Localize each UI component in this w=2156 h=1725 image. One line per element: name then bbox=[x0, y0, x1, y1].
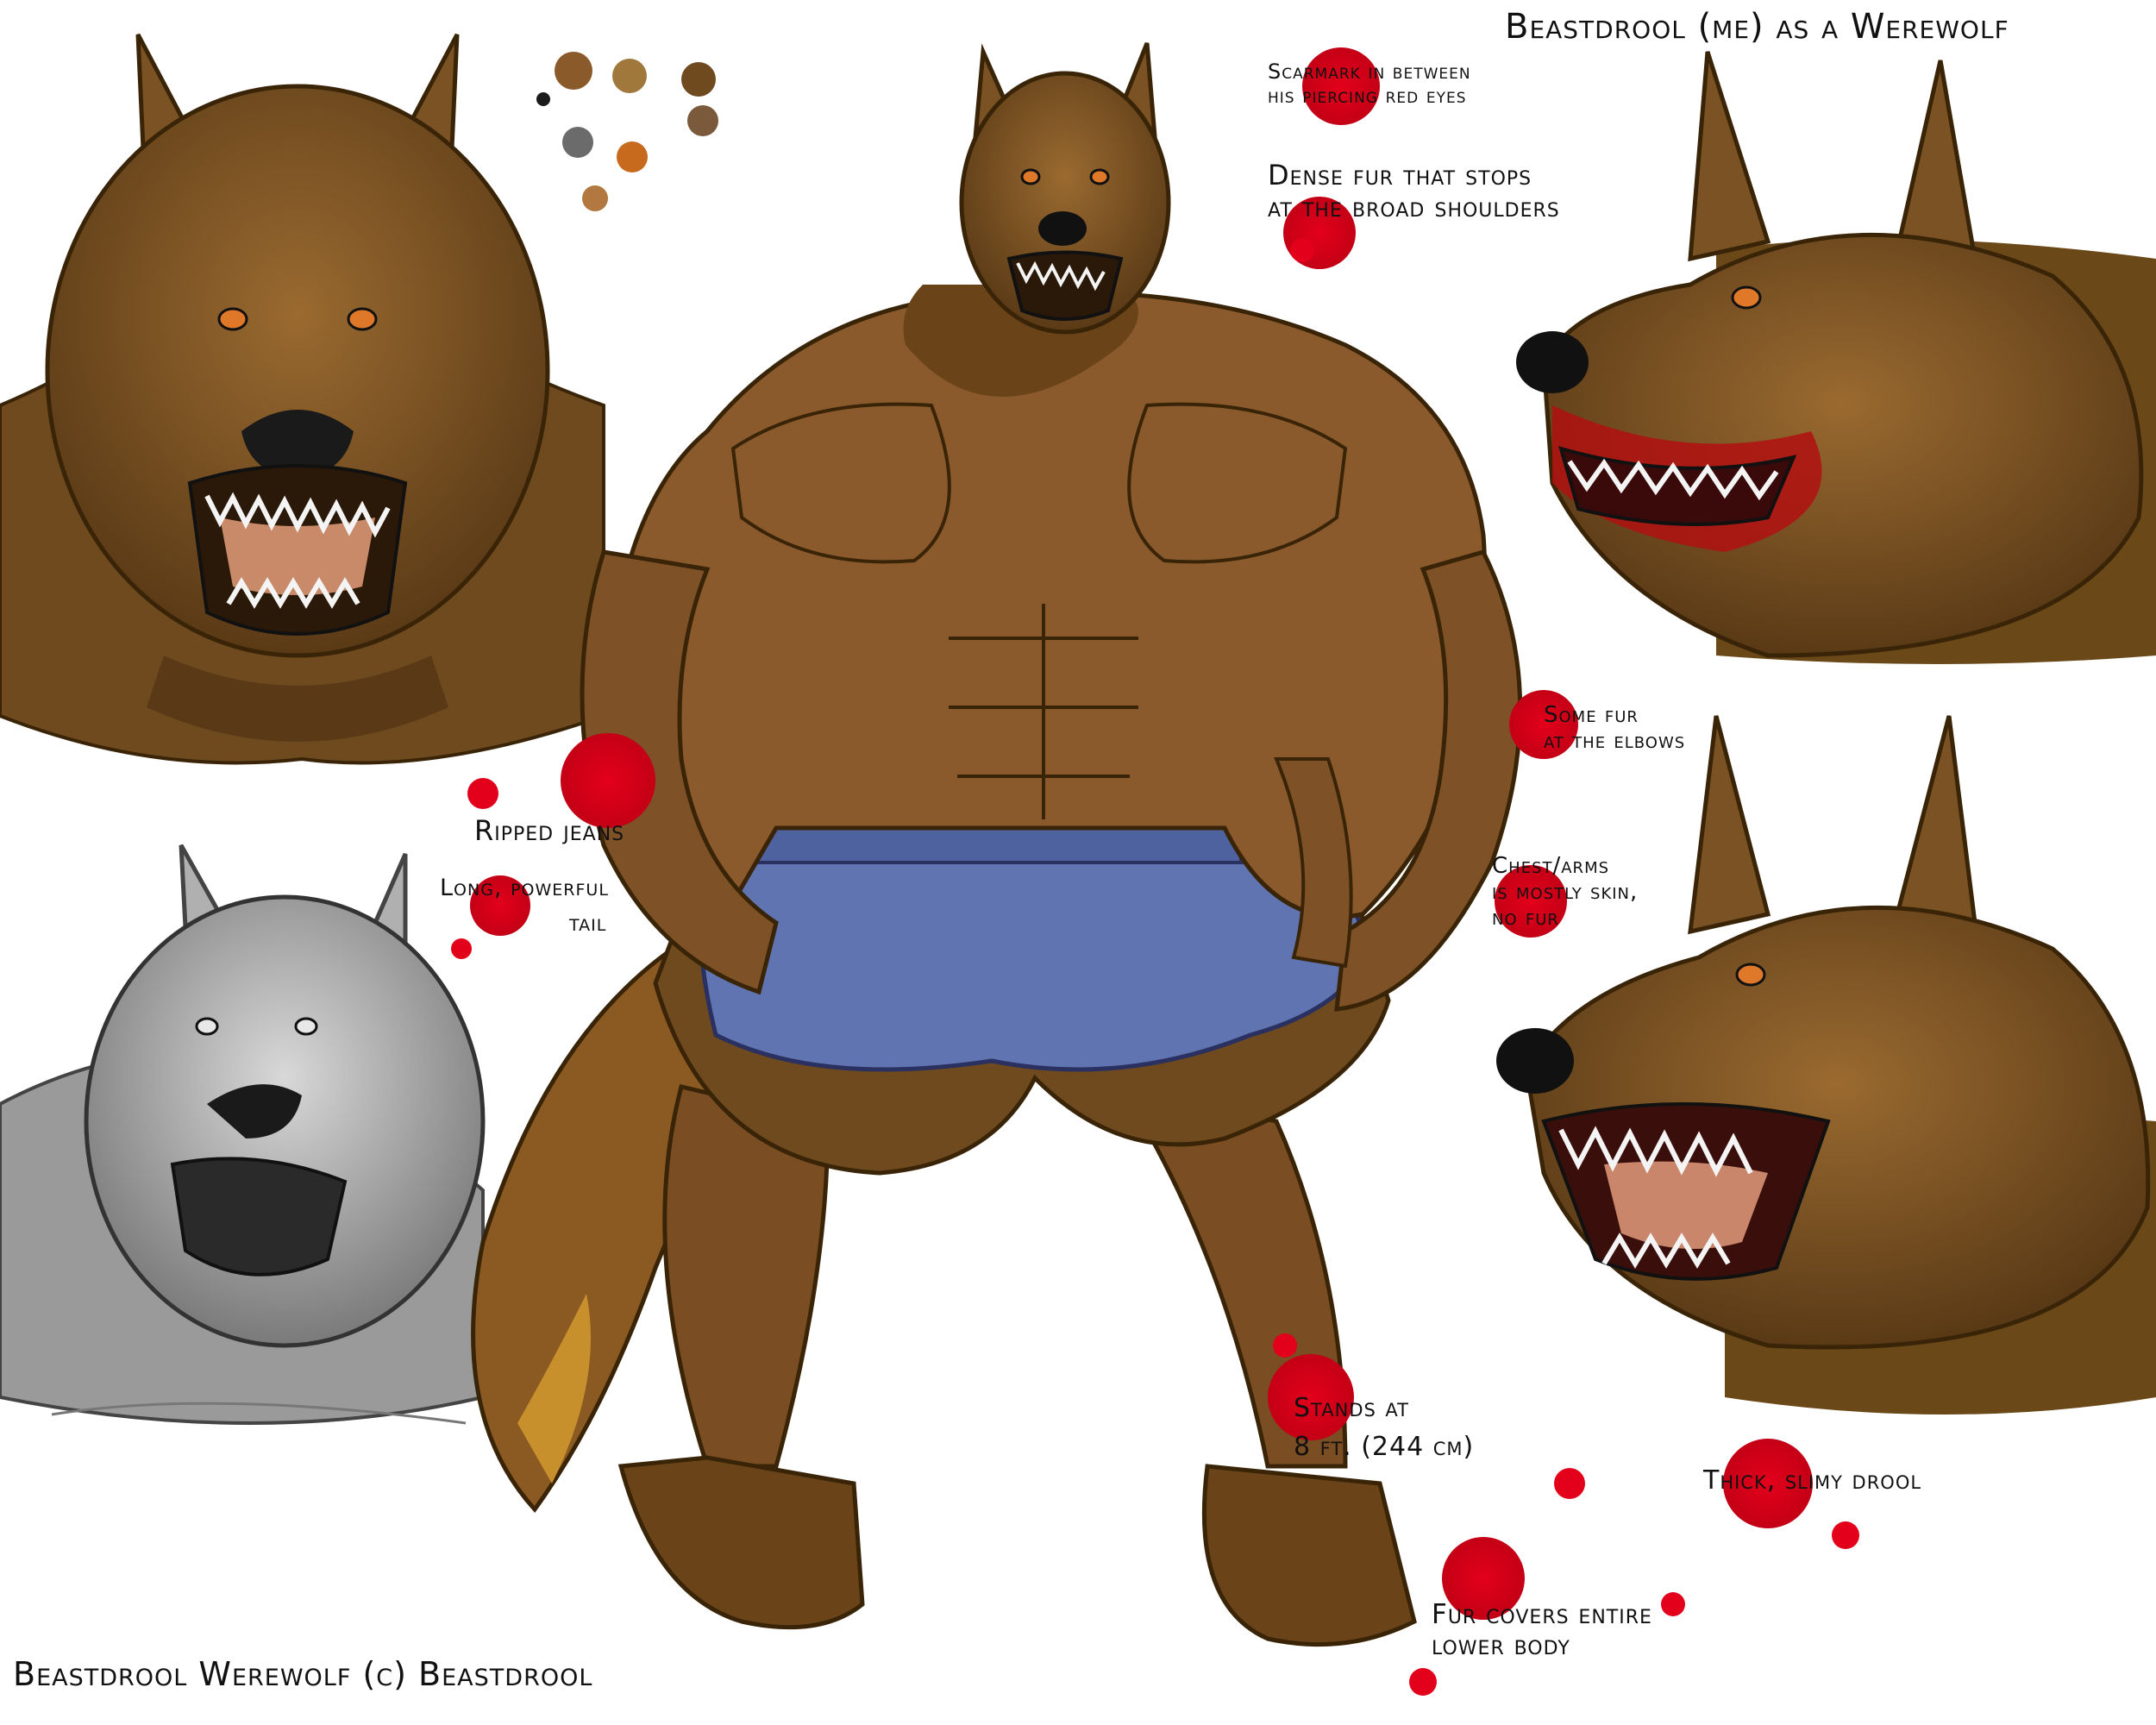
annotation-line: at the broad shoulders bbox=[1268, 190, 1560, 223]
annotation-chest: Chest/arms is mostly skin, no fur bbox=[1492, 853, 1639, 932]
blood-splatter bbox=[561, 733, 655, 828]
annotation-line: no fur bbox=[1492, 904, 1559, 931]
annotation-scar: Scarmark in between his piercing red eye… bbox=[1268, 60, 1471, 108]
annotation-line: Long, powerful bbox=[440, 875, 609, 901]
werewolf-head-bloody bbox=[1516, 51, 2156, 664]
swatch bbox=[562, 127, 593, 158]
blood-splatter bbox=[1509, 690, 1578, 759]
eye bbox=[1731, 285, 1762, 310]
eye bbox=[195, 1017, 219, 1036]
blood-splatter bbox=[1442, 1537, 1525, 1620]
blood-splatter bbox=[470, 875, 530, 936]
annotation-line: lower body bbox=[1432, 1629, 1570, 1661]
annotation-tail: Long, powerful tail bbox=[440, 871, 609, 941]
eye bbox=[1020, 168, 1041, 185]
blood-splatter bbox=[1495, 865, 1567, 938]
werewolf-head-greyscale bbox=[0, 844, 486, 1425]
mouth bbox=[170, 1157, 348, 1276]
werewolf-full-body bbox=[580, 42, 1523, 1647]
swatch bbox=[617, 141, 648, 172]
mouth bbox=[1558, 446, 1797, 526]
ripped-jeans bbox=[698, 808, 1374, 1072]
swatch bbox=[681, 62, 716, 97]
blood-splatter bbox=[1268, 1354, 1354, 1440]
nose bbox=[1038, 211, 1087, 246]
eye bbox=[1735, 963, 1766, 987]
annotation-line: 8 ft. (244 cm) bbox=[1294, 1432, 1475, 1462]
eye bbox=[347, 307, 378, 331]
sheet-title: Beastdrool (me) as a Werewolf bbox=[1505, 7, 2009, 47]
blood-splatter bbox=[1723, 1439, 1813, 1528]
nose bbox=[1496, 1028, 1574, 1094]
mouth bbox=[1006, 250, 1124, 321]
annotation-line: his piercing red eyes bbox=[1268, 83, 1467, 108]
annotation-lower-body: Fur covers entire lower body bbox=[1432, 1599, 1652, 1661]
werewolf-head-snarling bbox=[1496, 715, 2156, 1414]
annotation-line: tail bbox=[569, 909, 607, 937]
annotation-jeans: Ripped jeans bbox=[474, 814, 625, 847]
credit-line: Beastdrool Werewolf (c) Beastdrool bbox=[13, 1655, 593, 1693]
nose bbox=[207, 1084, 302, 1138]
annotation-line: Scarmark in between bbox=[1268, 60, 1471, 84]
annotation-line: Stands at bbox=[1294, 1393, 1409, 1423]
annotation-line: Dense fur that stops bbox=[1268, 159, 1532, 191]
annotation-line: Some fur bbox=[1544, 702, 1639, 728]
eye bbox=[294, 1017, 318, 1036]
swatch bbox=[687, 105, 718, 136]
annotation-fur-shoulders: Dense fur that stops at the broad should… bbox=[1268, 160, 1560, 223]
werewolf-head-front bbox=[0, 33, 605, 765]
blood-splatters bbox=[451, 47, 1859, 1696]
annotation-elbows: Some fur at the elbows bbox=[1544, 702, 1686, 755]
annotation-line: is mostly skin, bbox=[1492, 878, 1639, 905]
nose bbox=[1516, 331, 1589, 393]
annotation-line: at the elbows bbox=[1544, 727, 1686, 754]
annotation-line: Chest/arms bbox=[1492, 853, 1610, 879]
eye bbox=[217, 307, 248, 331]
annotation-line: Fur covers entire bbox=[1432, 1599, 1652, 1630]
color-palette bbox=[536, 52, 718, 211]
swatch bbox=[555, 52, 592, 90]
eye bbox=[1089, 168, 1110, 185]
blood-splatter bbox=[1302, 47, 1380, 125]
annotation-drool: Thick, slimy drool bbox=[1703, 1465, 1922, 1496]
swatch bbox=[612, 59, 647, 93]
annotation-height: Stands at 8 ft. (244 cm) bbox=[1294, 1389, 1474, 1466]
swatch bbox=[582, 185, 608, 211]
nose bbox=[241, 410, 354, 479]
swatch bbox=[536, 92, 550, 106]
